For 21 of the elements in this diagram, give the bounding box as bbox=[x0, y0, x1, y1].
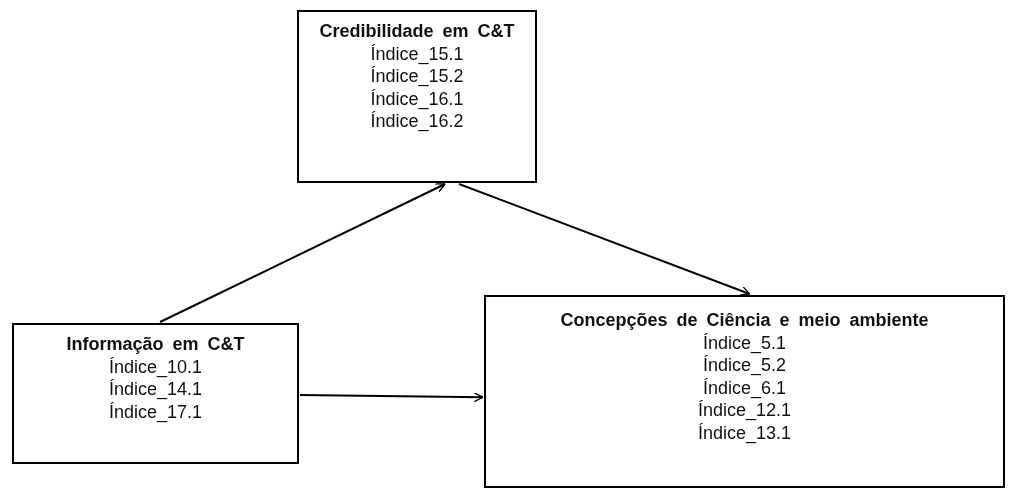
process-box bbox=[12, 323, 299, 464]
index-item: Índice_15.2 bbox=[369, 65, 465, 88]
index-item: Índice_16.2 bbox=[369, 110, 465, 133]
process-box bbox=[484, 295, 1005, 488]
index-item: Índice_13.1 bbox=[696, 421, 793, 444]
box-heading: Credibilidade em C&T bbox=[318, 20, 516, 43]
index-item: Índice_10.1 bbox=[107, 355, 204, 378]
arrow bbox=[159, 183, 447, 323]
index-item: Índice_16.1 bbox=[369, 87, 465, 110]
arrow bbox=[458, 183, 751, 296]
index-item: Índice_5.1 bbox=[701, 331, 788, 354]
arrow bbox=[299, 392, 484, 403]
box-heading: Informação em C&T bbox=[65, 333, 246, 356]
index-item: Índice_15.1 bbox=[369, 42, 465, 65]
index-item: Índice_12.1 bbox=[696, 399, 793, 422]
index-item: Índice_14.1 bbox=[107, 378, 204, 401]
process-box bbox=[297, 10, 537, 183]
index-item: Índice_6.1 bbox=[701, 376, 788, 399]
box-heading: Concepções de Ciência e meio ambiente bbox=[559, 309, 930, 332]
index-item: Índice_17.1 bbox=[107, 400, 204, 423]
index-item: Índice_5.2 bbox=[701, 354, 788, 377]
